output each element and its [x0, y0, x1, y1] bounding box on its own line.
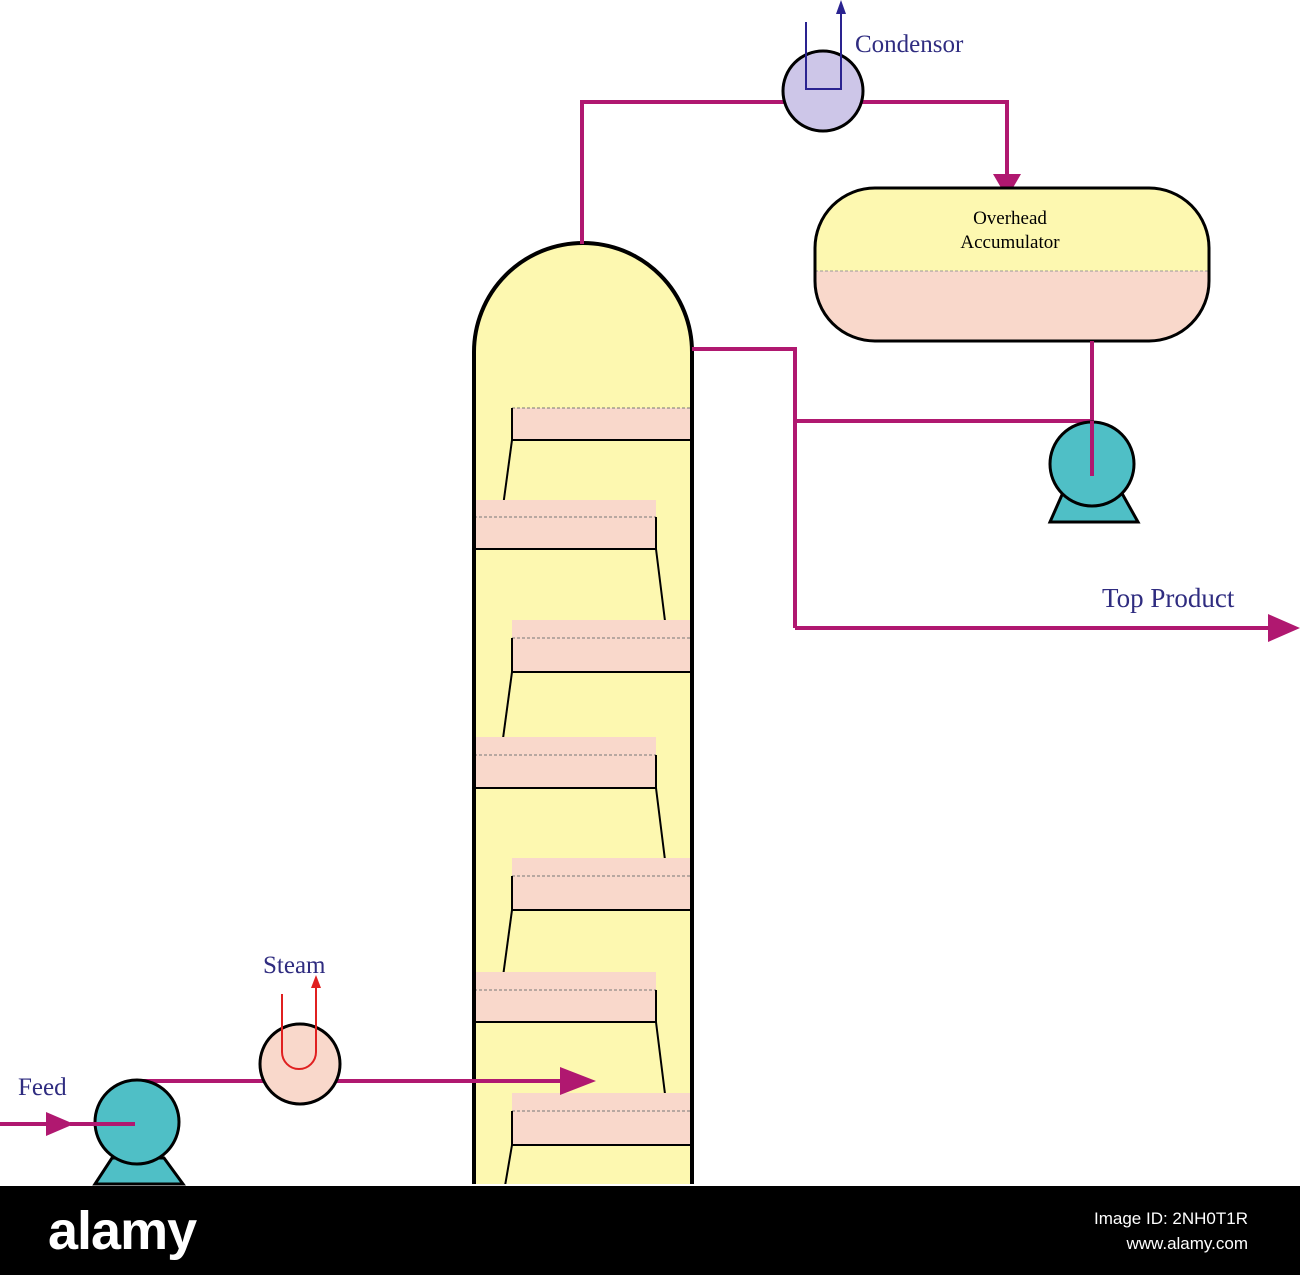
heat-exchanger-icon — [781, 49, 865, 133]
image-id: Image ID: 2NH0T1R — [1094, 1209, 1248, 1228]
top-product-label: Top Product — [1102, 583, 1235, 613]
tray-4 — [474, 737, 669, 885]
overhead-accumulator: Overhead Accumulator — [813, 186, 1211, 343]
column-shell — [474, 243, 692, 1184]
steam-coil — [281, 986, 317, 1070]
condenser-coil — [805, 12, 842, 90]
tray-5 — [498, 858, 692, 1007]
accumulator-label-line1: Overhead — [973, 208, 1047, 229]
feed-line — [0, 1067, 596, 1136]
site-url: www.alamy.com — [1126, 1234, 1248, 1253]
reflux-line — [692, 347, 797, 628]
condenser: Condensor — [781, 0, 964, 133]
condenser-label: Condensor — [855, 31, 964, 58]
accumulator-label-line2: Accumulator — [960, 232, 1060, 253]
steam-heater: Steam — [258, 952, 342, 1106]
arrow-right-icon — [560, 1067, 596, 1095]
arrow-up-icon — [311, 975, 321, 988]
tray-7 — [504, 1093, 692, 1184]
tray-3 — [498, 620, 692, 769]
reflux-pump — [1047, 420, 1141, 524]
heat-exchanger-icon — [258, 1022, 342, 1106]
footer-bar: alamy Image ID: 2NH0T1R www.alamy.com — [0, 1186, 1300, 1275]
tray-6 — [474, 972, 669, 1119]
distillation-column — [472, 241, 694, 1184]
arrow-up-icon — [836, 0, 846, 14]
distillation-column-diagram: Condensor Overhead Accumulator Top Produ… — [0, 0, 1300, 1186]
arrow-right-icon — [1268, 614, 1300, 642]
column-trays — [474, 407, 692, 1184]
tray-1 — [498, 407, 692, 537]
tray-2 — [474, 500, 669, 646]
feed-pump — [70, 1078, 186, 1186]
arrow-right-icon — [46, 1112, 74, 1136]
arrow-down-icon — [993, 174, 1021, 198]
alamy-logo: alamy — [48, 1201, 197, 1261]
image-id-block: Image ID: 2NH0T1R www.alamy.com — [1094, 1206, 1248, 1256]
feed-label: Feed — [18, 1074, 67, 1101]
steam-label: Steam — [263, 952, 326, 979]
